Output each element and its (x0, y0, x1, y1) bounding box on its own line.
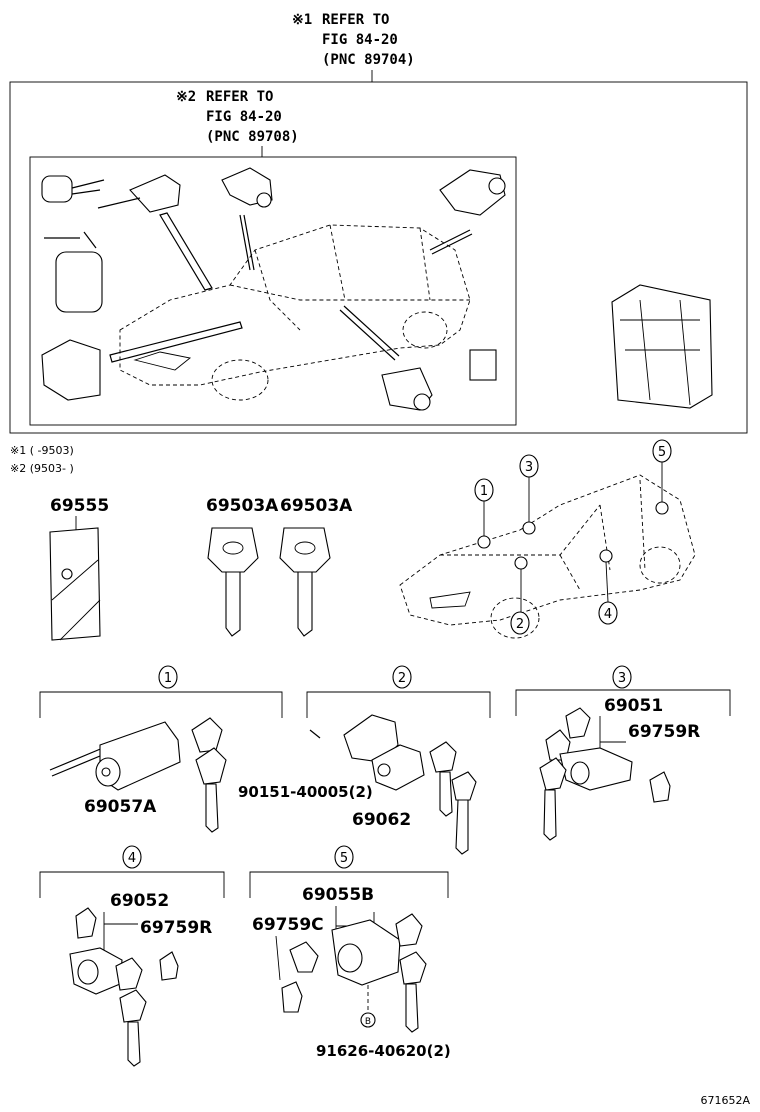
note-2: ※2 (9503- ) (10, 462, 74, 475)
car-callout-2: 2 (510, 611, 530, 635)
lower-car-illustration (399, 461, 696, 639)
outer-frame (9, 81, 748, 434)
master-key-icon (207, 527, 259, 637)
ref2-line3: (PNC 89708) (206, 129, 299, 145)
part-69759R-label-2: 69759R (140, 918, 212, 938)
section-1-header: 1 (39, 665, 283, 718)
section-3-header: 3 (515, 665, 731, 716)
svg-text:3: 3 (525, 460, 533, 475)
svg-text:5: 5 (658, 445, 666, 460)
ref2-line1: REFER TO (206, 89, 273, 105)
inner-frame (29, 156, 517, 426)
part-69503A-label-1: 69503A (206, 496, 279, 516)
ref1-line3: (PNC 89704) (322, 52, 415, 68)
car-callout-5: 5 (652, 439, 672, 463)
svg-text:3: 3 (618, 671, 626, 686)
part-69051-label: 69051 (604, 696, 663, 716)
upper-car-illustration (41, 167, 713, 411)
car-callout-4: 4 (598, 601, 618, 625)
car-callout-1: 1 (474, 478, 494, 502)
svg-text:5: 5 (340, 851, 348, 866)
note-1: ※1 ( -9503) (10, 444, 74, 457)
ignition-lock-cylinder-icon (49, 717, 227, 833)
svg-text:4: 4 (128, 851, 136, 866)
door-lock-cylinder-front-icon (309, 714, 477, 855)
svg-text:2: 2 (398, 671, 406, 686)
ref1-line1: REFER TO (322, 12, 389, 28)
ref1-mark: ※1 (292, 12, 312, 28)
key-plate-icon (49, 527, 101, 641)
car-callout-3: 3 (519, 454, 539, 478)
part-69759R-label-1: 69759R (628, 722, 700, 742)
part-90151-label: 90151-40005(2) (238, 783, 373, 801)
section-5-header: 5 (249, 845, 449, 898)
svg-text:2: 2 (516, 617, 524, 632)
section-2-header: 2 (306, 665, 491, 718)
door-lock-cylinder-rear-icon (539, 707, 671, 841)
part-69052-label: 69052 (110, 891, 169, 911)
svg-text:4: 4 (604, 607, 612, 622)
reference-1: ※1 REFER TO FIG 84-20 (PNC 89704) (292, 12, 415, 68)
sub-key-icon (279, 527, 331, 637)
part-69555-label: 69555 (50, 496, 109, 516)
figure-id: 671652A (700, 1094, 750, 1107)
ref2-mark: ※2 (176, 89, 196, 105)
hatch-lock-cylinder-icon (281, 913, 427, 1033)
section-4-header: 4 (39, 845, 225, 898)
bolt-callout-b: B (360, 1012, 376, 1028)
part-69062-label: 69062 (352, 810, 411, 830)
part-69759C-label: 69759C (252, 915, 324, 935)
svg-text:B: B (365, 1017, 371, 1027)
svg-text:1: 1 (480, 484, 488, 499)
part-69057A-label: 69057A (84, 797, 157, 817)
reference-2: ※2 REFER TO FIG 84-20 (PNC 89708) (176, 89, 299, 145)
ref1-line2: FIG 84-20 (322, 32, 398, 48)
part-69503A-label-2: 69503A (280, 496, 353, 516)
part-91626-label: 91626-40620(2) (316, 1042, 451, 1060)
svg-text:1: 1 (164, 671, 172, 686)
part-69055B-label: 69055B (302, 885, 374, 905)
ref2-line2: FIG 84-20 (206, 109, 282, 125)
back-door-lock-cylinder-icon (69, 907, 179, 1067)
